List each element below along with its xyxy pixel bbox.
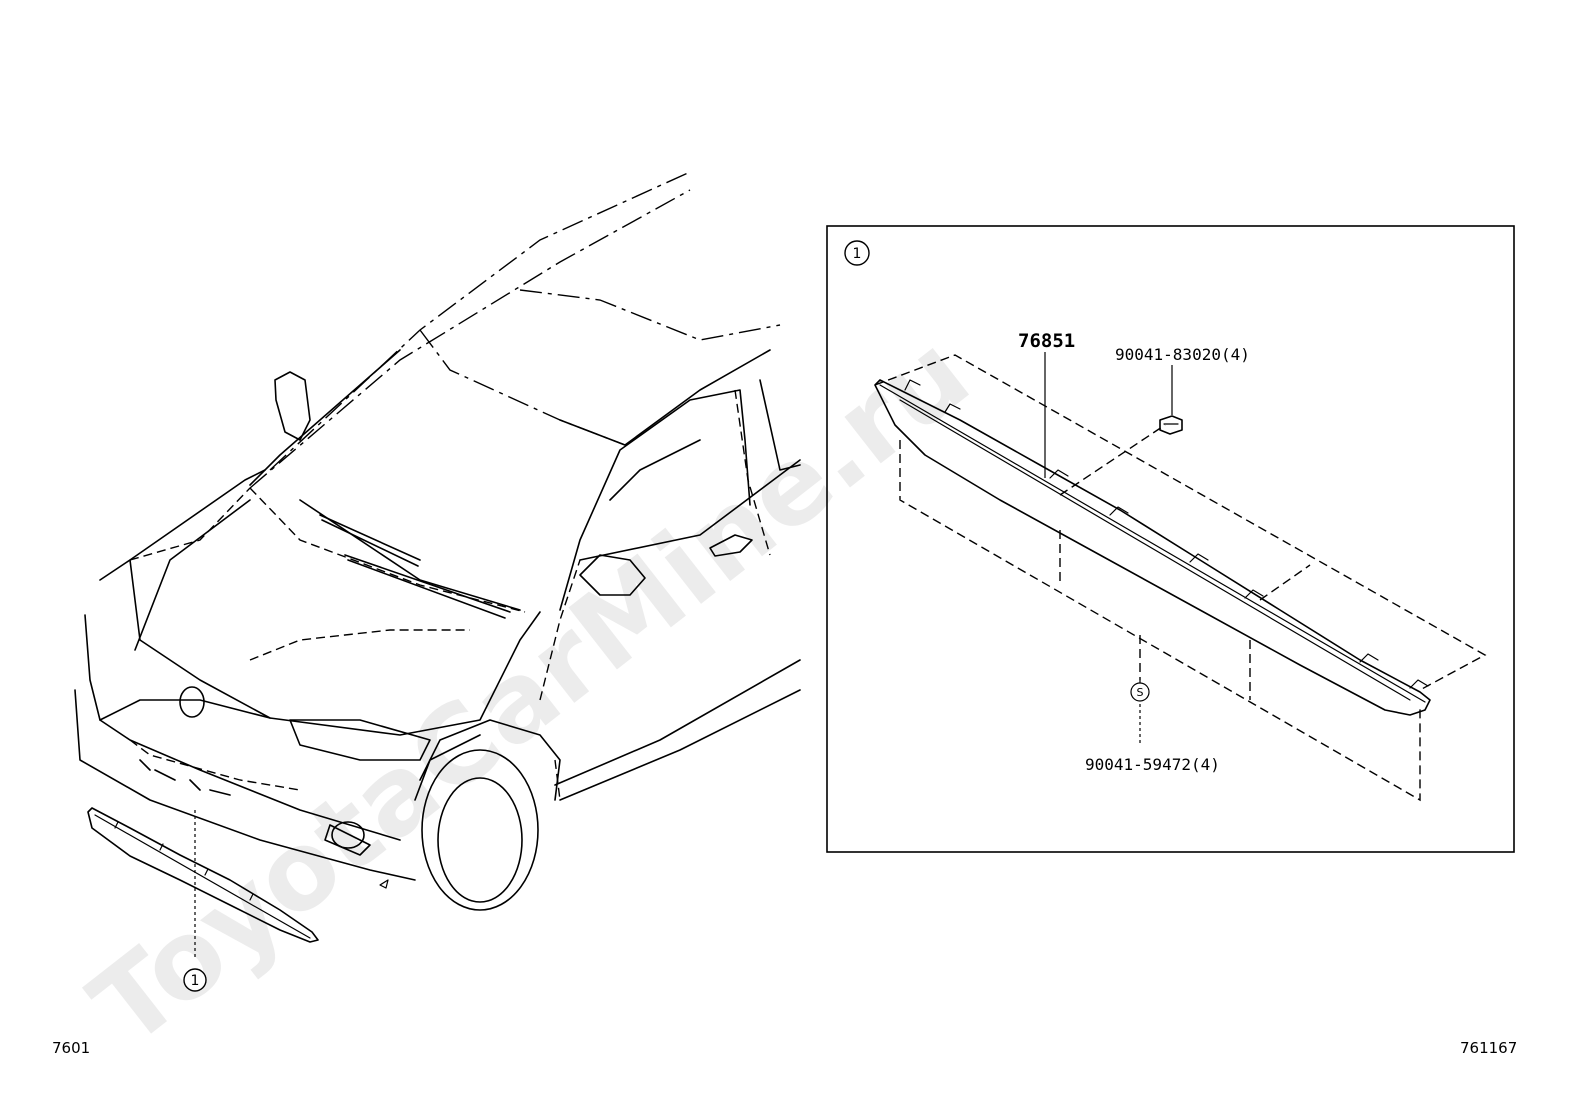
- watermark: ToyotaCarMine.ru: [69, 311, 992, 1071]
- footer-code-left: 7601: [52, 1039, 90, 1057]
- svg-text:1: 1: [191, 973, 200, 989]
- part-label-clip: 90041-83020(4): [1115, 345, 1250, 364]
- part-label-screw: 90041-59472(4): [1085, 755, 1220, 774]
- callout-1-detail: 1: [844, 240, 870, 266]
- svg-text:S: S: [1137, 686, 1144, 699]
- part-label-76851: 76851: [1018, 330, 1075, 352]
- clip-part: [1159, 415, 1183, 435]
- detail-frame: [826, 225, 1515, 853]
- callout-1-bottom: 1: [183, 968, 207, 992]
- screw-symbol: S: [1130, 682, 1150, 702]
- footer-code-right: 761167: [1460, 1039, 1517, 1057]
- svg-text:1: 1: [853, 246, 862, 262]
- vehicle-illustration: [74, 171, 801, 911]
- molding-part-76851: [874, 379, 1431, 716]
- molding-part-small: [87, 807, 319, 943]
